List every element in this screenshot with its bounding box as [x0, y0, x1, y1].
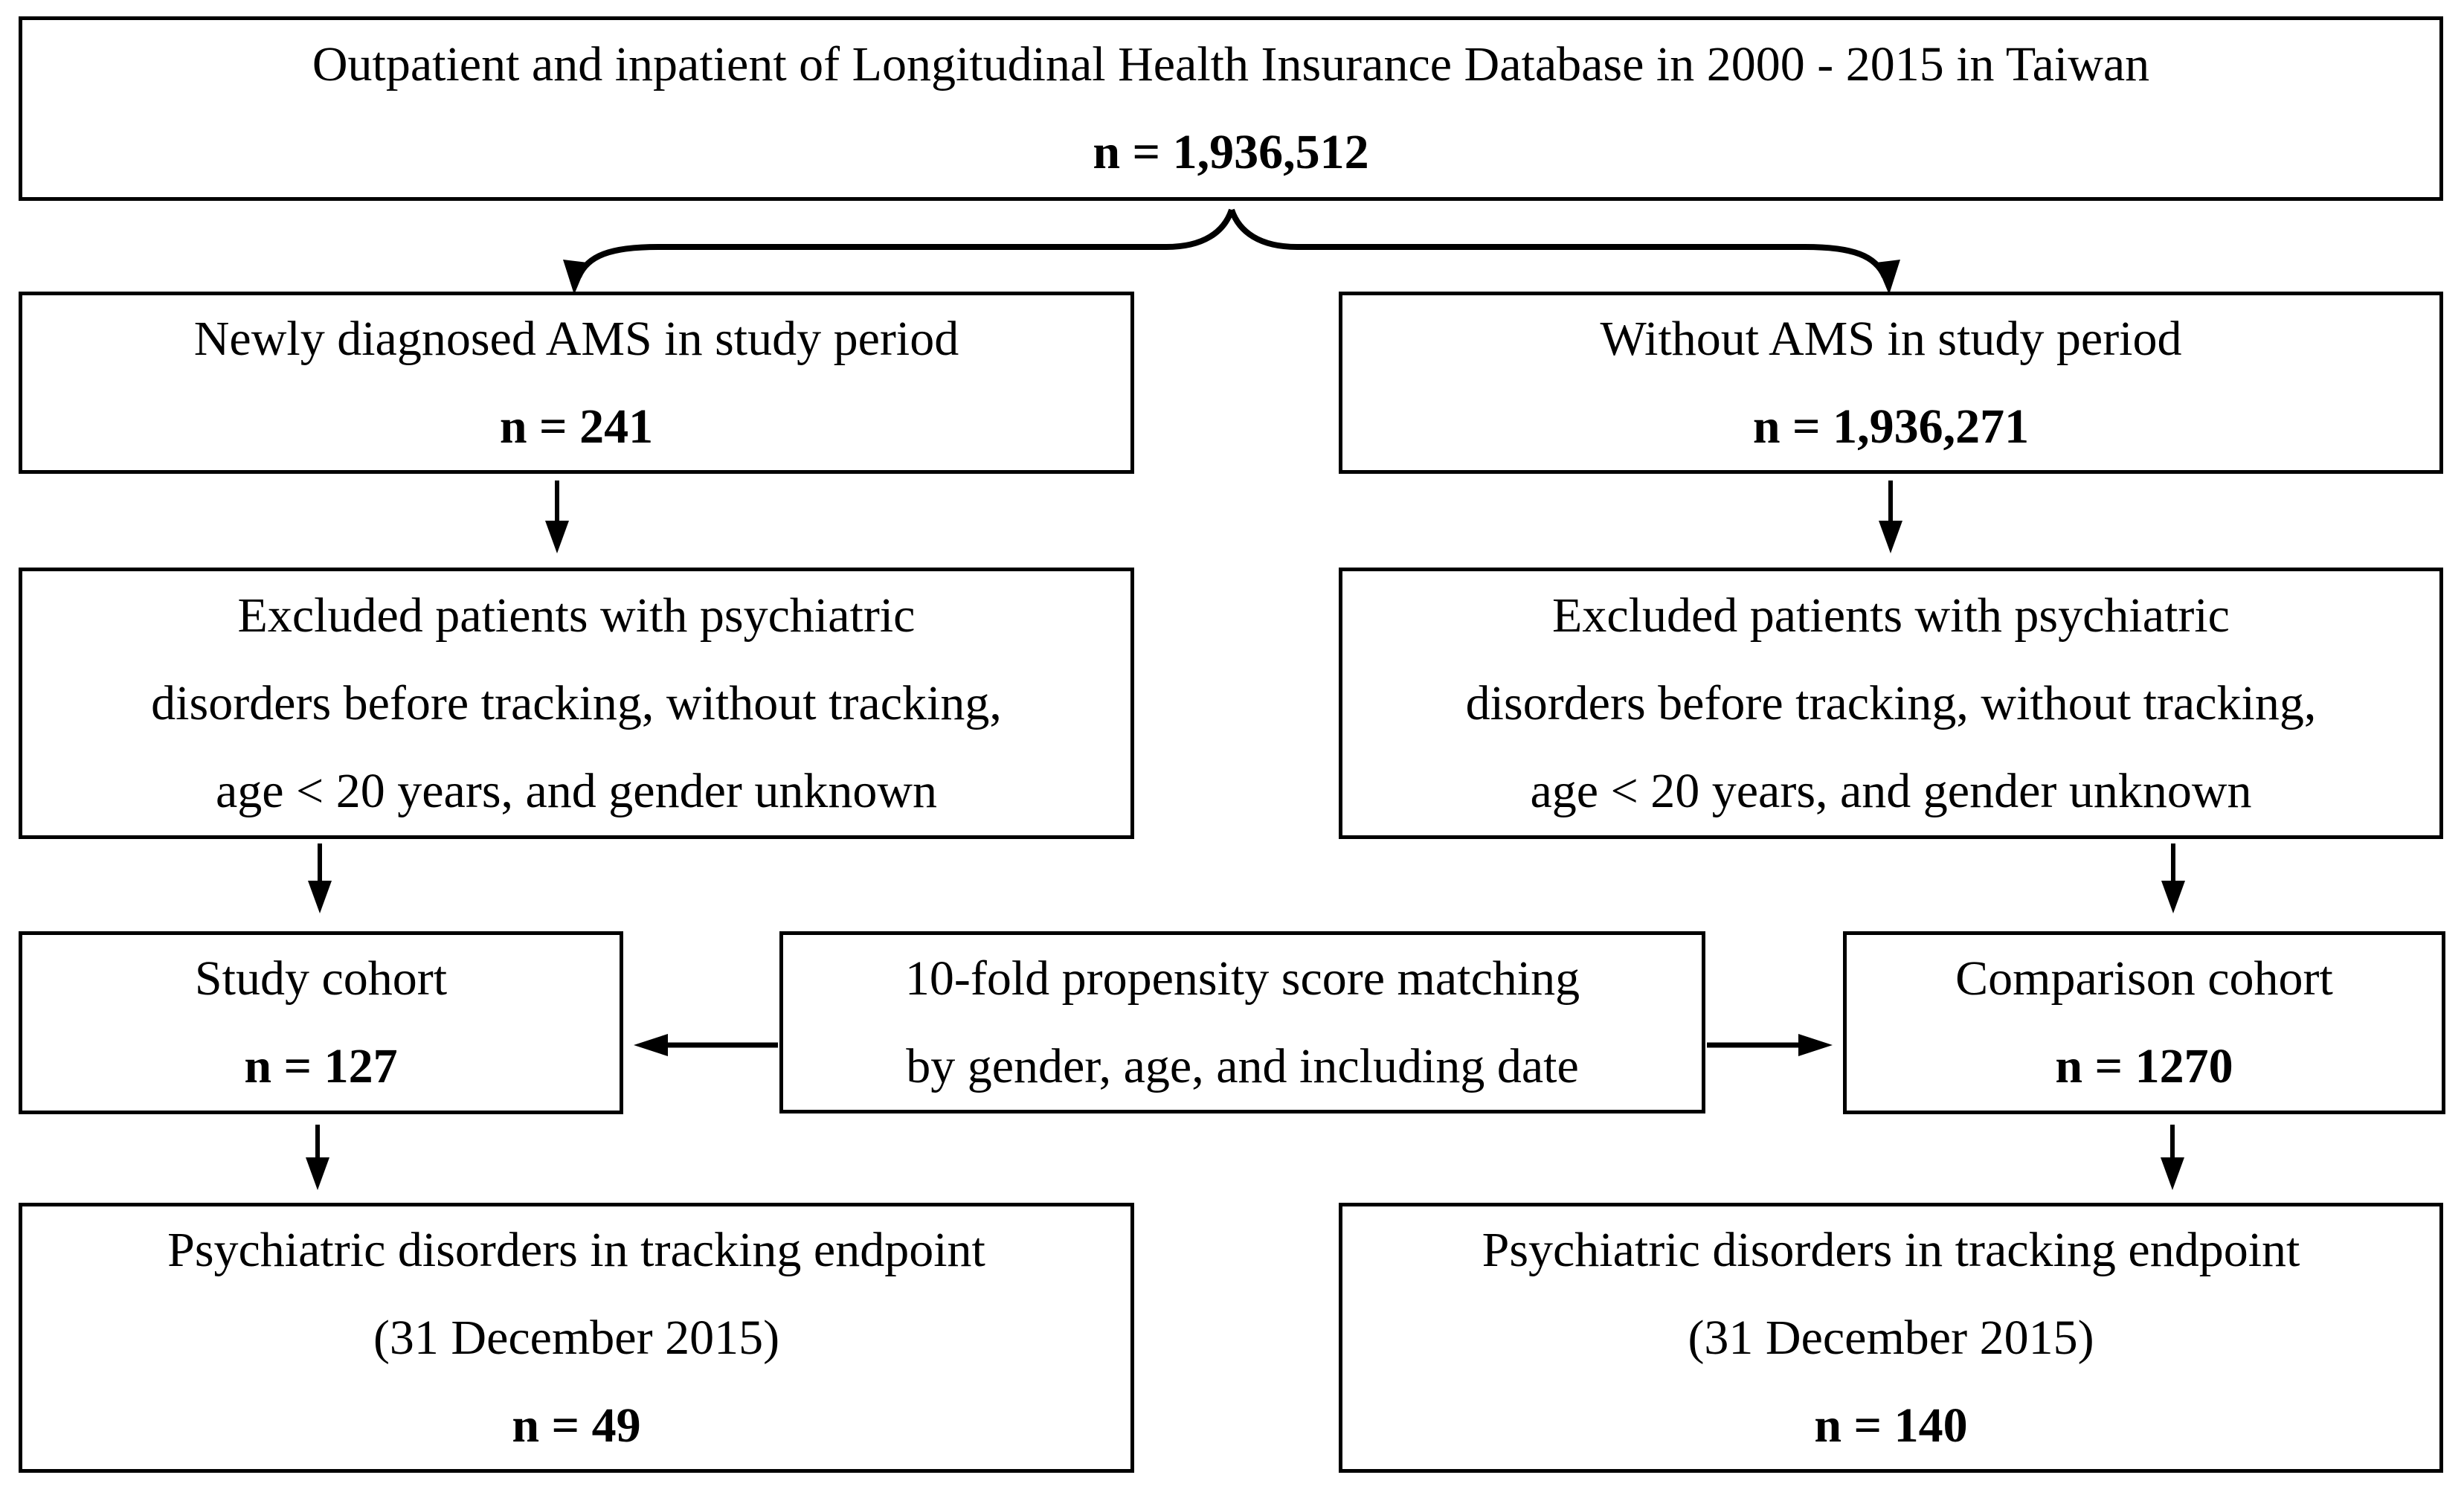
arrow-matching-to-study [634, 1034, 778, 1056]
arrow-comparison-to-endpoint [2161, 1125, 2184, 1190]
without-ams-count: n = 1,936,271 [1752, 399, 2030, 454]
ams-count: n = 241 [499, 399, 654, 454]
box-endpoint-comparison: Psychiatric disorders in tracking endpoi… [1339, 1203, 2443, 1473]
box-excluded-left: Excluded patients with psychiatric disor… [19, 568, 1134, 839]
endpoint-comparison-count: n = 140 [1814, 1398, 1968, 1453]
arrow-matching-to-comparison [1707, 1034, 1833, 1056]
split-arrow-right [1229, 208, 1900, 295]
box-without-ams: Without AMS in study period n = 1,936,27… [1339, 292, 2443, 474]
source-count: n = 1,936,512 [1093, 125, 1369, 179]
box-study-cohort: Study cohort n = 127 [19, 931, 623, 1114]
matching-line: 10-fold propensity score matching [904, 951, 1580, 1006]
excluded-left-line: disorders before tracking, without track… [151, 675, 1002, 730]
box-comparison-cohort: Comparison cohort n = 1270 [1843, 931, 2445, 1114]
arrow-excluded-to-study [308, 843, 332, 913]
box-source-population: Outpatient and inpatient of Longitudinal… [19, 16, 2443, 201]
arrow-study-to-endpoint [306, 1125, 329, 1190]
without-ams-label: Without AMS in study period [1600, 311, 2182, 366]
excluded-right-line: Excluded patients with psychiatric [1552, 588, 2230, 643]
box-newly-diagnosed-ams: Newly diagnosed AMS in study period n = … [19, 292, 1134, 474]
arrow-ams-to-excluded [545, 481, 569, 553]
box-excluded-right: Excluded patients with psychiatric disor… [1339, 568, 2443, 839]
endpoint-study-line: (31 December 2015) [373, 1310, 780, 1365]
matching-line: by gender, age, and including date [906, 1038, 1579, 1093]
comparison-cohort-label: Comparison cohort [1955, 951, 2333, 1006]
arrow-noams-to-excluded [1879, 481, 1902, 553]
arrow-excluded-to-comparison [2161, 843, 2185, 913]
box-endpoint-study: Psychiatric disorders in tracking endpoi… [19, 1203, 1134, 1473]
endpoint-comparison-line: (31 December 2015) [1688, 1310, 2094, 1365]
excluded-right-line: disorders before tracking, without track… [1465, 675, 2317, 730]
excluded-left-line: age < 20 years, and gender unknown [215, 763, 938, 818]
excluded-right-line: age < 20 years, and gender unknown [1530, 763, 2252, 818]
endpoint-comparison-line: Psychiatric disorders in tracking endpoi… [1482, 1222, 2300, 1277]
endpoint-study-count: n = 49 [512, 1398, 641, 1453]
study-cohort-label: Study cohort [194, 951, 448, 1006]
excluded-left-line: Excluded patients with psychiatric [237, 588, 916, 643]
comparison-cohort-count: n = 1270 [2055, 1039, 2233, 1093]
split-arrow-left [563, 208, 1235, 295]
ams-label: Newly diagnosed AMS in study period [193, 311, 959, 366]
box-propensity-matching: 10-fold propensity score matching by gen… [779, 931, 1705, 1113]
endpoint-study-line: Psychiatric disorders in tracking endpoi… [167, 1222, 985, 1277]
source-label: Outpatient and inpatient of Longitudinal… [312, 37, 2150, 91]
study-cohort-count: n = 127 [244, 1039, 398, 1093]
